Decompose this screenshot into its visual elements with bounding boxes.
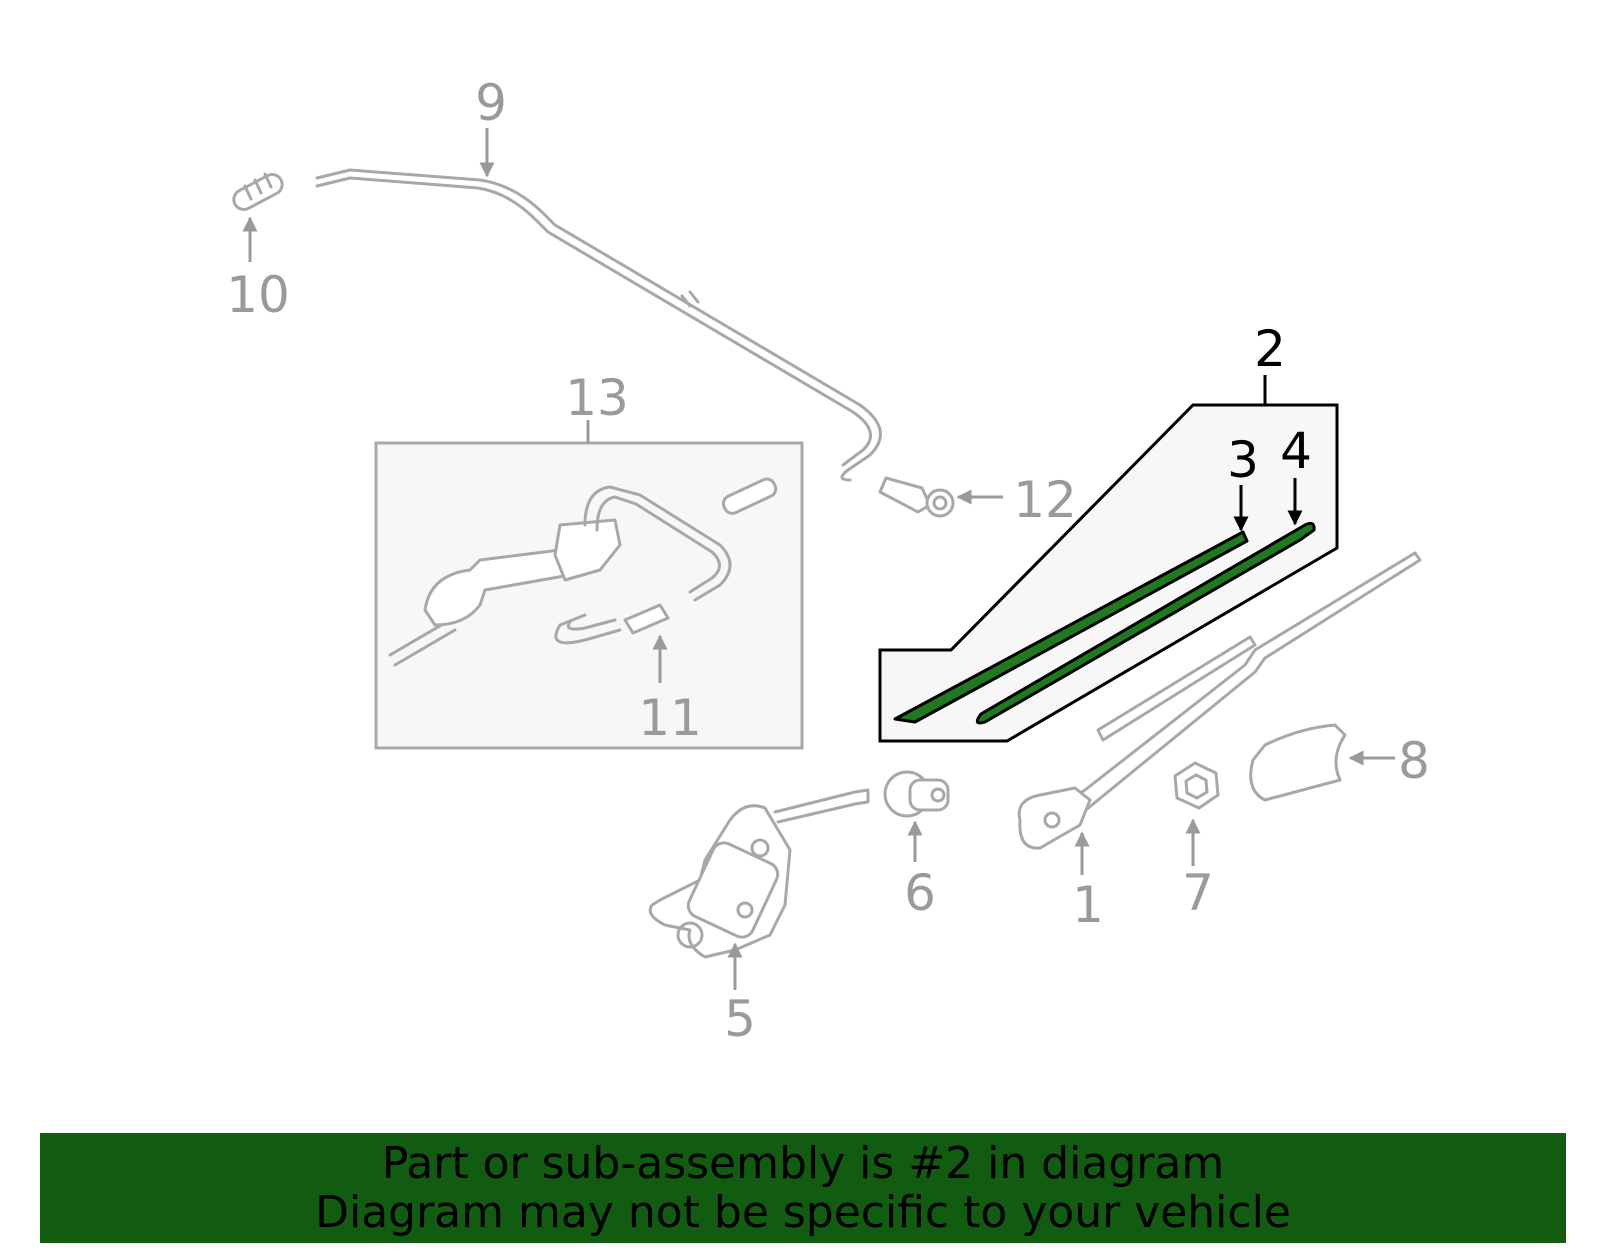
nozzle-part-10 [232, 172, 284, 212]
callout-12: 12 [1013, 471, 1077, 529]
nut-part-7 [1173, 761, 1220, 810]
callout-9: 9 [475, 74, 507, 132]
hose-kit-box-part-13 [374, 441, 804, 750]
cap-part-8 [1249, 723, 1347, 802]
callout-10: 10 [226, 266, 290, 324]
wiper-blade-part-3 [893, 530, 1249, 724]
callout-1: 1 [1072, 876, 1104, 934]
callout-3: 3 [1227, 431, 1259, 489]
connector-part-12 [878, 476, 955, 518]
callout-5: 5 [724, 990, 756, 1048]
callout-7: 7 [1182, 864, 1214, 922]
washer-hose-part-9 [315, 168, 882, 482]
callout-13: 13 [565, 369, 629, 427]
callout-8: 8 [1398, 732, 1430, 790]
wiper-insert-part-4 [975, 521, 1316, 725]
banner-line-2: Diagram may not be specific to your vehi… [315, 1187, 1291, 1238]
motor-part-5 [648, 788, 870, 959]
banner-line-1: Part or sub-assembly is #2 in diagram [381, 1138, 1225, 1189]
wiper-blade-box-part-2 [878, 403, 1339, 743]
callout-6: 6 [904, 864, 936, 922]
callout-2: 2 [1254, 320, 1286, 378]
info-banner: Part or sub-assembly is #2 in diagram Di… [40, 1133, 1566, 1243]
grommet-part-6 [883, 770, 950, 818]
callout-11: 11 [638, 689, 702, 747]
callout-4: 4 [1280, 422, 1312, 480]
wiper-arm-part-1 [1017, 551, 1422, 850]
